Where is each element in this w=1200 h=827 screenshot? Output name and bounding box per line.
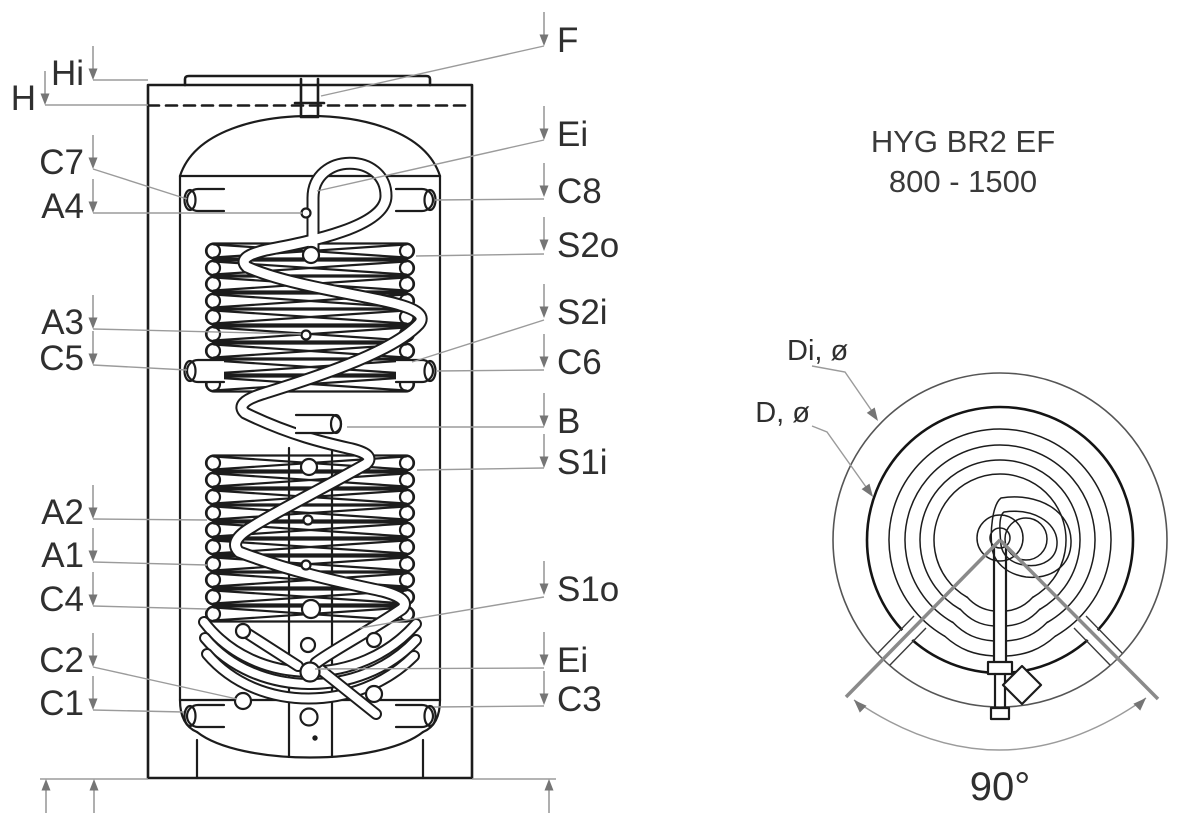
leader-s2o bbox=[415, 253, 545, 257]
fitting-f bbox=[293, 77, 326, 119]
angle-arc bbox=[853, 697, 1147, 751]
corrugated-pipe bbox=[229, 156, 428, 670]
leader-c3 bbox=[433, 705, 545, 708]
label-s1o: S1o bbox=[557, 570, 619, 609]
label-s2o: S2o bbox=[557, 226, 619, 265]
stub-c7 bbox=[185, 187, 226, 213]
label-c4: C4 bbox=[39, 580, 84, 619]
leader-s1i bbox=[416, 467, 545, 471]
angle-dimension bbox=[850, 694, 1150, 751]
top-view-labels: Di, ø D, ø 90° bbox=[755, 335, 1030, 809]
label-c1: C1 bbox=[39, 684, 84, 723]
leader-s1o bbox=[359, 596, 545, 629]
label-angle-90: 90° bbox=[970, 765, 1031, 809]
leader-s2i bbox=[411, 319, 545, 363]
stub-b bbox=[294, 413, 343, 435]
leader-c8 bbox=[434, 198, 545, 201]
model-range: 800 - 1500 bbox=[889, 164, 1037, 199]
leader-c4 bbox=[92, 605, 208, 610]
dimension-leaders bbox=[40, 45, 556, 780]
stub-c1 bbox=[185, 703, 226, 729]
leader-c7 bbox=[92, 168, 188, 200]
stub-c3 bbox=[394, 703, 435, 729]
leader-ei-top bbox=[316, 139, 545, 192]
connection-stubs bbox=[183, 187, 437, 729]
vessel-top-dome bbox=[178, 114, 442, 178]
pipe-bracket bbox=[1001, 664, 1043, 706]
label-c8: C8 bbox=[557, 172, 602, 211]
front-view-labels: Hi H C7 A4 A3 C5 A2 A1 C4 C2 C1 F Ei C8 … bbox=[11, 21, 620, 723]
label-c7: C7 bbox=[39, 143, 84, 182]
leader-a3 bbox=[92, 328, 302, 335]
axis-right bbox=[998, 538, 1160, 701]
label-b: B bbox=[557, 402, 580, 441]
axis-left bbox=[844, 538, 1002, 699]
label-hi: Hi bbox=[51, 54, 84, 93]
top-view: Di, ø D, ø 90° bbox=[755, 335, 1168, 809]
leader-c5 bbox=[92, 364, 188, 371]
diameter-leaders bbox=[811, 365, 882, 500]
leader-c2 bbox=[92, 666, 238, 700]
leader-f bbox=[320, 45, 545, 97]
upper-coil-s2 bbox=[204, 242, 416, 393]
label-a2: A2 bbox=[41, 493, 84, 532]
label-h: H bbox=[11, 79, 36, 118]
center-pipe bbox=[986, 546, 1043, 721]
stub-c8 bbox=[394, 187, 435, 213]
label-a4: A4 bbox=[41, 187, 84, 226]
tank-shell bbox=[146, 74, 474, 780]
leader-a1 bbox=[92, 561, 208, 566]
leader-d bbox=[811, 425, 872, 495]
label-ei-top: Ei bbox=[557, 115, 588, 154]
front-view: Hi H C7 A4 A3 C5 A2 A1 C4 C2 C1 F Ei C8 … bbox=[11, 11, 620, 814]
coil-bundle-top bbox=[943, 496, 1072, 657]
label-c3: C3 bbox=[557, 680, 602, 719]
leader-c1 bbox=[92, 709, 185, 713]
leader-a2 bbox=[92, 518, 208, 521]
label-f: F bbox=[557, 21, 578, 60]
pipe-cross-sections bbox=[233, 207, 384, 741]
label-outer-diameter: Di, ø bbox=[787, 335, 849, 367]
stub-c5 bbox=[185, 358, 226, 384]
label-inner-diameter: D, ø bbox=[755, 397, 810, 429]
label-c6: C6 bbox=[557, 343, 602, 382]
model-name: HYG BR2 EF bbox=[871, 124, 1055, 159]
model-title: HYG BR2 EF 800 - 1500 bbox=[871, 124, 1055, 199]
label-c2: C2 bbox=[39, 641, 84, 680]
label-a1: A1 bbox=[41, 536, 84, 575]
label-s1i: S1i bbox=[557, 443, 608, 482]
angle-axes bbox=[844, 538, 1160, 701]
label-ei-bottom: Ei bbox=[557, 641, 588, 680]
label-s2i: S2i bbox=[557, 293, 608, 332]
label-a3: A3 bbox=[41, 303, 84, 342]
leader-di bbox=[811, 365, 877, 418]
leader-c6 bbox=[435, 369, 545, 372]
leader-ei-bottom bbox=[314, 667, 545, 670]
label-c5: C5 bbox=[39, 339, 84, 378]
stub-c6 bbox=[394, 358, 435, 384]
tank-lid bbox=[183, 74, 432, 87]
vessel-bottom-dome bbox=[195, 730, 425, 759]
